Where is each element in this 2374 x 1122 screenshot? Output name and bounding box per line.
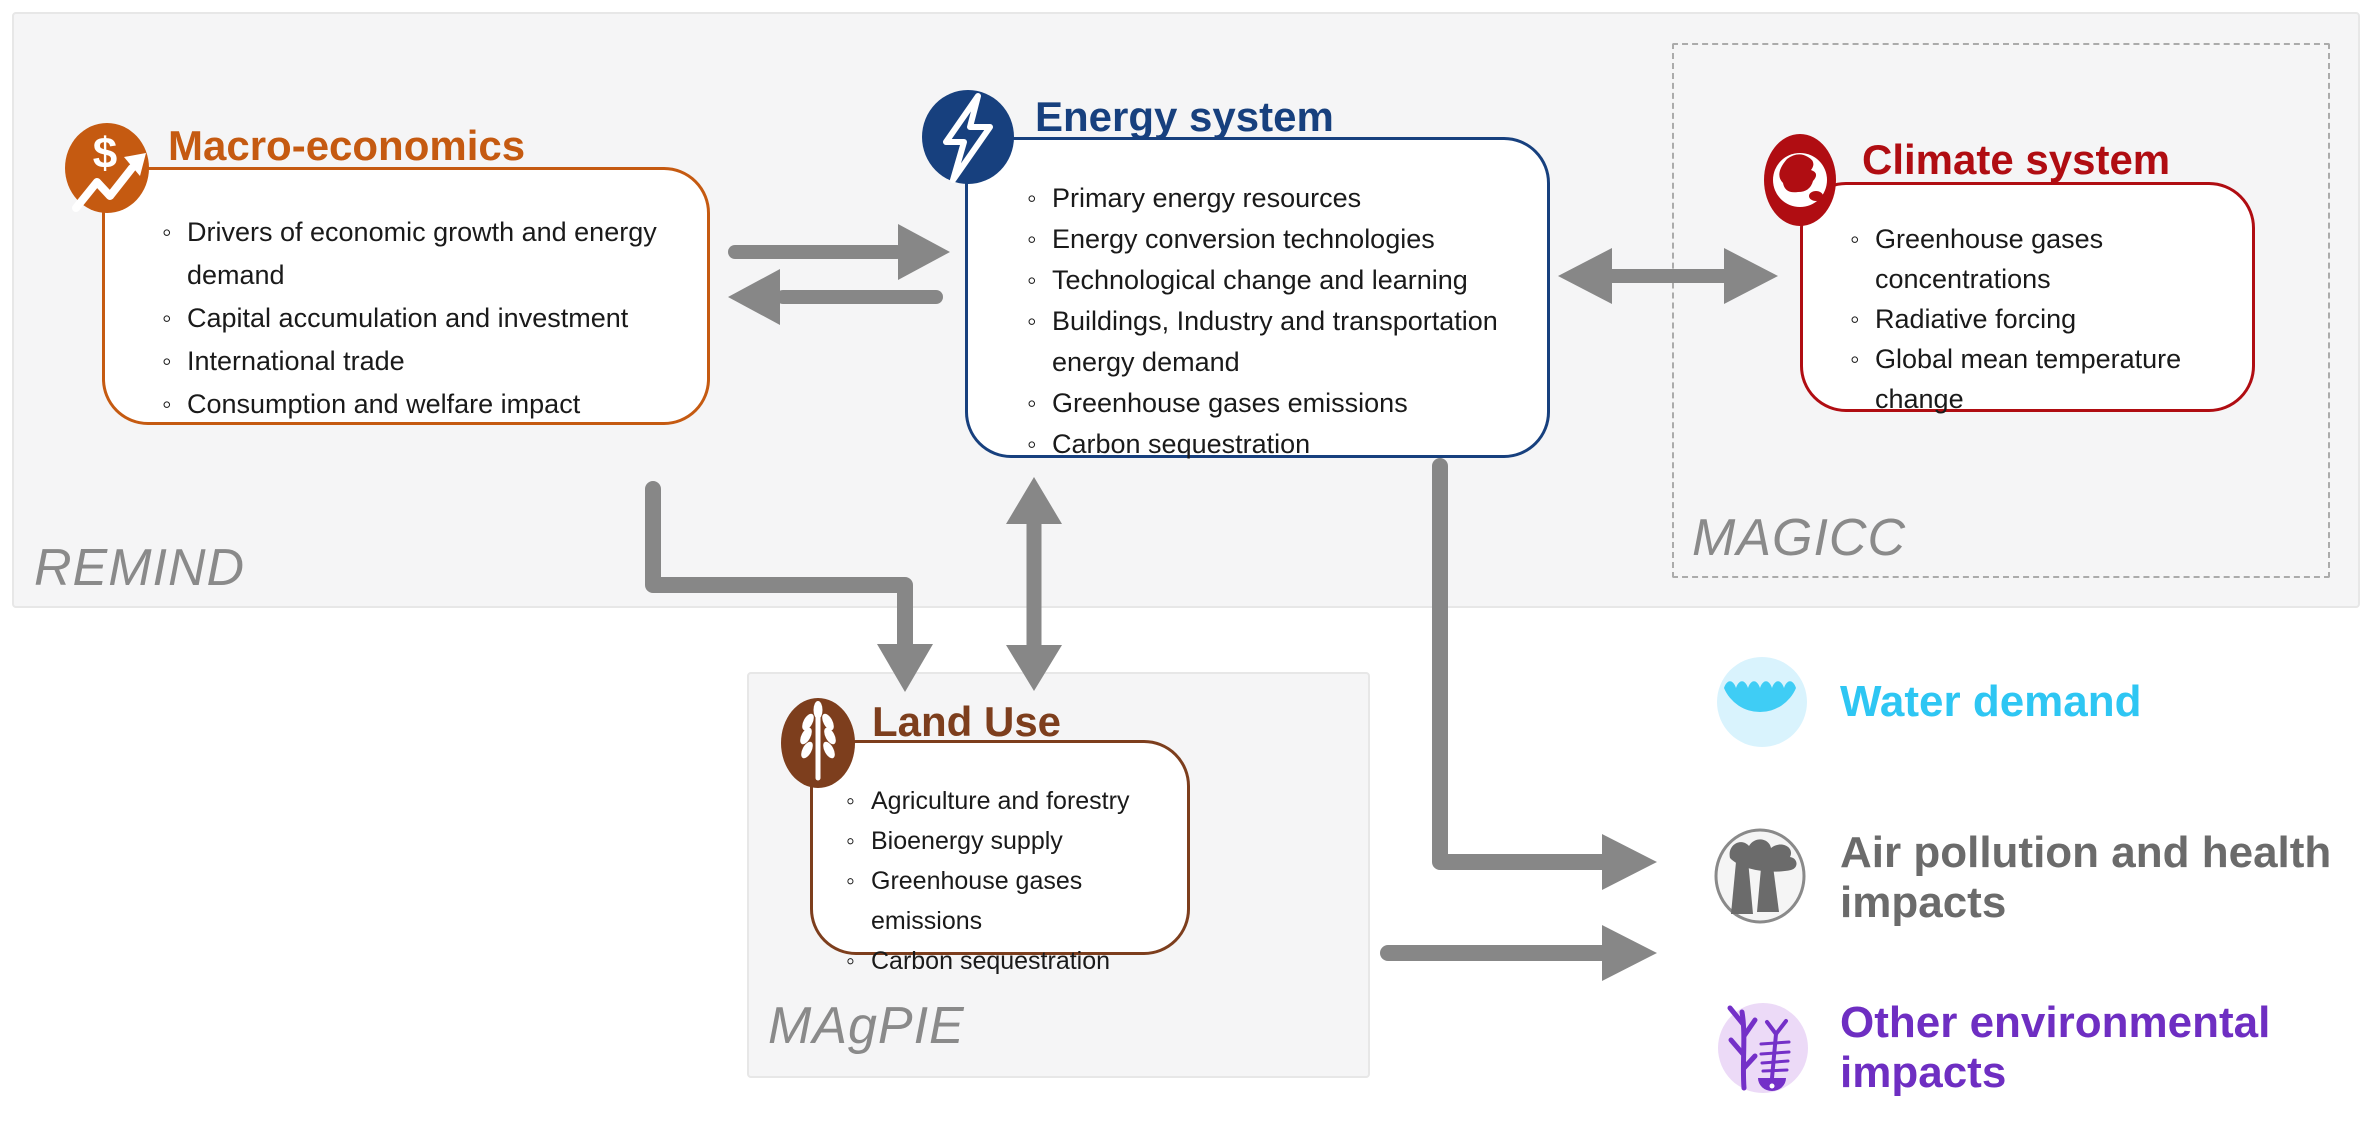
- bullet-item: ◦Carbon sequestration: [845, 941, 1185, 981]
- bullet-item: ◦Global mean temperature change: [1849, 339, 2226, 419]
- bullet-item: ◦Radiative forcing: [1849, 299, 2226, 339]
- bullet-item: ◦Primary energy resources: [1026, 178, 1533, 219]
- bullet-marker: ◦: [1027, 183, 1037, 213]
- dead-nature-icon: [1718, 1003, 1808, 1093]
- bullet-item: ◦Consumption and welfare impact: [161, 383, 697, 426]
- air-pollution-label: Air pollution and health impacts: [1840, 828, 2332, 927]
- bullet-marker: ◦: [1027, 388, 1037, 418]
- macro-economics-box: ◦Drivers of economic growth and energy d…: [102, 167, 710, 425]
- energy-system-title: Energy system: [1035, 93, 1334, 140]
- bullet-item: ◦Greenhouse gases emissions: [1026, 383, 1533, 424]
- bullet-marker: ◦: [1850, 304, 1860, 334]
- arrow-magpie-to-impacts: [1380, 925, 1657, 981]
- climate-system-title: Climate system: [1862, 136, 2171, 183]
- bullet-item: ◦Carbon sequestration: [1026, 424, 1533, 465]
- bullet-item: ◦Capital accumulation and investment: [161, 297, 697, 340]
- bullet-marker: ◦: [1850, 224, 1860, 254]
- bullet-marker: ◦: [162, 389, 172, 419]
- energy-system-bullet-list: ◦Primary energy resources◦Energy convers…: [968, 140, 1547, 465]
- bullet-marker: ◦: [846, 867, 855, 895]
- bullet-marker: ◦: [1027, 224, 1037, 254]
- bullet-marker: ◦: [1027, 429, 1037, 459]
- bullet-marker: ◦: [1027, 265, 1037, 295]
- bullet-marker: ◦: [162, 346, 172, 376]
- bullet-marker: ◦: [846, 827, 855, 855]
- land-use-box: ◦Agriculture and forestry◦Bioenergy supp…: [810, 740, 1190, 975]
- macro-economics-bullet-list: ◦Drivers of economic growth and energy d…: [105, 170, 707, 426]
- bullet-marker: ◦: [162, 303, 172, 333]
- bullet-item: ◦Drivers of economic growth and energy d…: [161, 211, 697, 297]
- bullet-marker: ◦: [1850, 344, 1860, 374]
- remind-label: REMIND: [34, 539, 246, 597]
- magicc-label: MAGICC: [1692, 509, 1906, 567]
- bullet-item: ◦Energy conversion technologies: [1026, 219, 1533, 260]
- bullet-item: ◦Greenhouse gases concentrations: [1849, 219, 2226, 299]
- energy-system-box: ◦Primary energy resources◦Energy convers…: [965, 137, 1550, 459]
- water-icon: [1717, 657, 1807, 747]
- bullet-marker: ◦: [846, 787, 855, 815]
- bullet-item: ◦International trade: [161, 340, 697, 383]
- bullet-item: ◦Bioenergy supply: [845, 821, 1185, 861]
- bullet-item: ◦Technological change and learning: [1026, 260, 1533, 301]
- magpie-label: MAgPIE: [768, 997, 965, 1055]
- climate-system-box: ◦Greenhouse gases concentrations◦Radiati…: [1800, 182, 2255, 414]
- macro-economics-title: Macro-economics: [168, 122, 526, 169]
- water-demand-label: Water demand: [1840, 677, 2142, 726]
- bullet-marker: ◦: [162, 217, 172, 247]
- bullet-item: ◦Agriculture and forestry: [845, 781, 1185, 821]
- bullet-item: ◦Buildings, Industry and transportation …: [1026, 301, 1533, 383]
- bullet-item: ◦Greenhouse gases emissions: [845, 861, 1185, 941]
- smokestack-icon: [1714, 828, 1806, 924]
- climate-system-bullet-list: ◦Greenhouse gases concentrations◦Radiati…: [1803, 185, 2252, 419]
- bullet-marker: ◦: [846, 947, 855, 975]
- bullet-marker: ◦: [1027, 306, 1037, 336]
- land-use-title: Land Use: [872, 698, 1062, 745]
- land-use-bullet-list: ◦Agriculture and forestry◦Bioenergy supp…: [813, 743, 1187, 981]
- magicc-panel: [1672, 43, 2330, 578]
- other-environmental-impacts-label: Other environmental impacts: [1840, 998, 2271, 1097]
